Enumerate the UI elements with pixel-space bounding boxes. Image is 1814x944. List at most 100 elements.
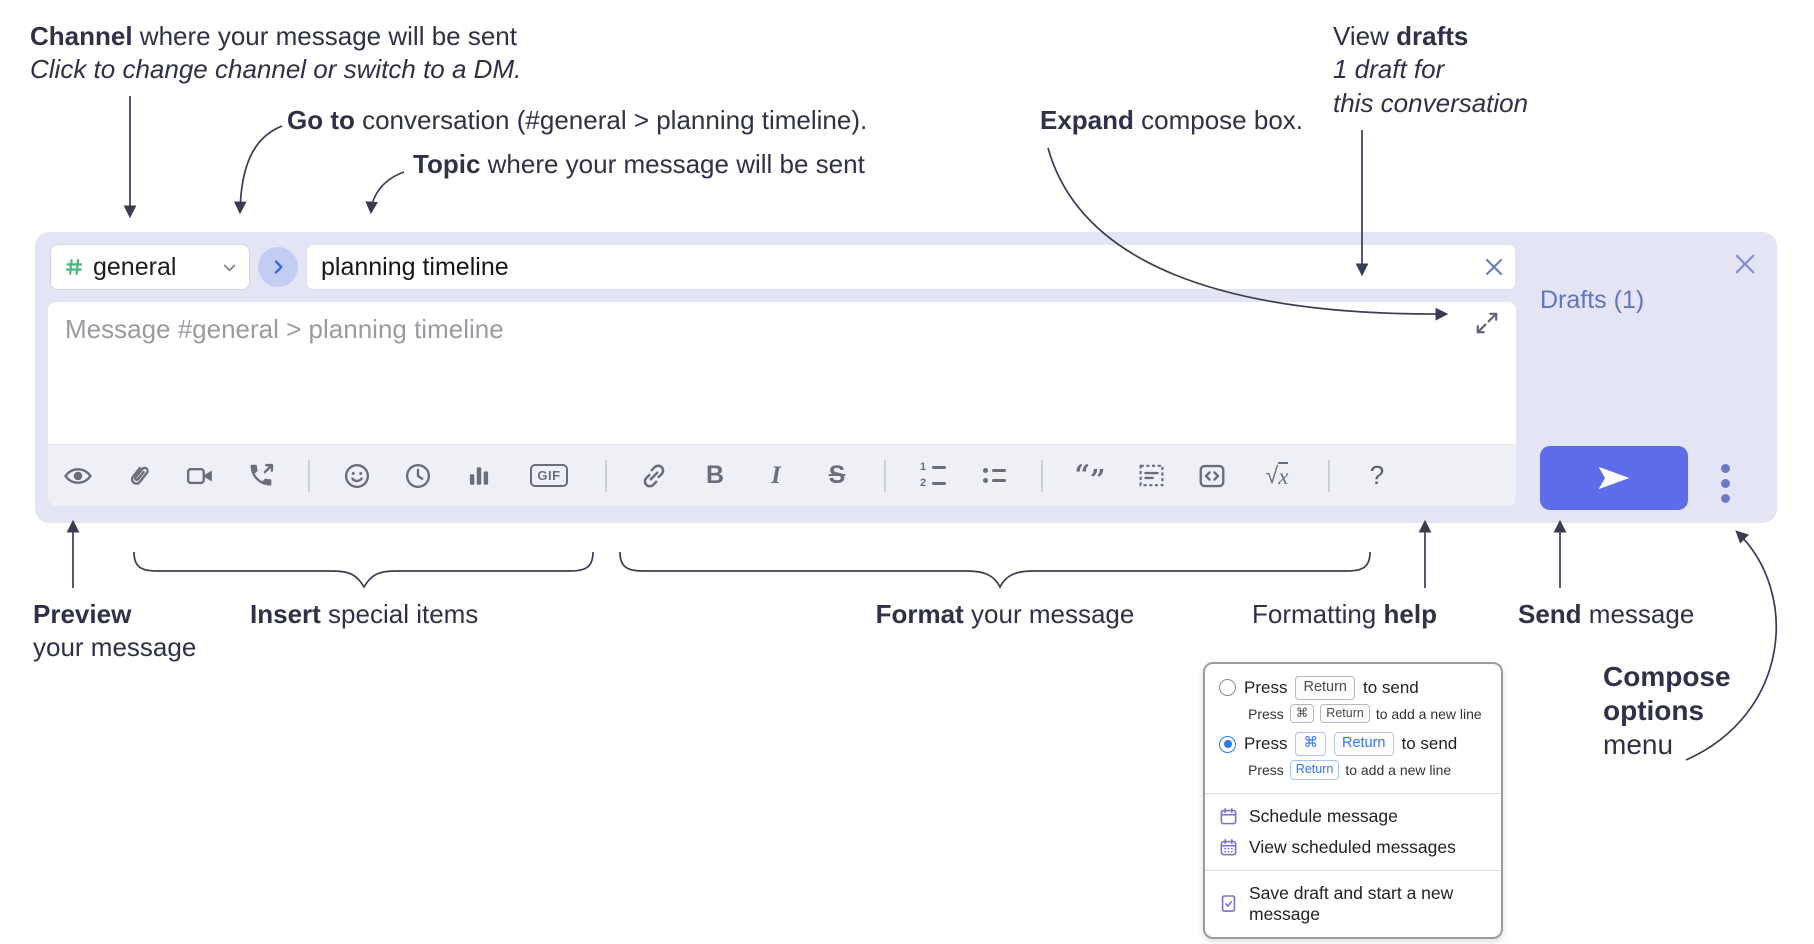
expand-compose-icon[interactable] (1474, 310, 1500, 336)
attach-paperclip-icon[interactable] (121, 454, 157, 498)
audio-call-icon[interactable] (243, 454, 279, 498)
spoiler-icon[interactable] (1133, 454, 1169, 498)
menu-item-label: View scheduled messages (1249, 836, 1456, 857)
option2-suffix: to send (1401, 734, 1458, 754)
option1-sub-suffix: to add a new line (1375, 705, 1482, 722)
hash-icon (63, 256, 85, 278)
menu-option-cmd-return-to-send[interactable]: Press ⌘ Return to send (1205, 729, 1501, 759)
ol-num-2: 2 (920, 477, 927, 489)
annotation-send-rest: message (1581, 599, 1695, 629)
annotation-insert-bold: Insert (250, 599, 321, 629)
clear-topic-icon[interactable] (1482, 255, 1506, 279)
message-area: GIF B I S 1 2 (48, 302, 1516, 506)
toolbar-divider (605, 459, 607, 492)
send-button[interactable] (1540, 446, 1688, 510)
gif-icon[interactable]: GIF (522, 454, 576, 498)
code-icon[interactable] (1194, 454, 1230, 498)
numbered-list-glyph: 1 2 (920, 462, 946, 489)
radio-unselected-icon[interactable] (1219, 679, 1236, 697)
compose-options-dots-icon[interactable] (1717, 460, 1734, 507)
chevron-right-icon (268, 257, 288, 277)
annotation-expand: Expand compose box. (1040, 104, 1303, 137)
arrow-topic (365, 171, 405, 215)
annotation-help-pre: Formatting (1252, 599, 1384, 629)
close-compose-icon[interactable] (1732, 251, 1758, 277)
menu-item-view-scheduled[interactable]: View scheduled messages (1205, 832, 1501, 863)
math-icon[interactable]: √x (1255, 454, 1299, 498)
annotation-send: Send message (1518, 598, 1694, 631)
annotation-goto: Go to conversation (#general > planning … (287, 104, 867, 137)
return-key: Return (1295, 676, 1355, 700)
poll-chart-icon[interactable] (461, 454, 497, 498)
topic-input[interactable] (306, 244, 1516, 290)
strikethrough-icon[interactable]: S (819, 454, 855, 498)
annotation-preview: Preview your message (33, 598, 196, 665)
option1-press: Press (1244, 677, 1288, 697)
quote-close: ” (1090, 465, 1106, 496)
menu-item-schedule-message[interactable]: Schedule message (1205, 801, 1501, 832)
paper-plane-icon (1596, 465, 1632, 491)
channel-name: general (93, 252, 177, 281)
toolbar-divider (1041, 459, 1043, 492)
goto-conversation-button[interactable] (258, 247, 298, 287)
time-clock-icon[interactable] (400, 454, 436, 498)
annotation-channel-bold: Channel (30, 21, 133, 51)
menu-option1-subtext: Press ⌘ Return to add a new line (1205, 703, 1501, 730)
save-draft-icon (1219, 894, 1238, 913)
math-root: √ (1265, 462, 1279, 488)
annotation-help-bold: help (1383, 599, 1437, 629)
schedule-calendar-icon (1219, 807, 1238, 826)
annotation-goto-rest: conversation (#general > planning timeli… (354, 105, 868, 135)
view-scheduled-calendar-icon (1219, 838, 1238, 857)
menu-option2-subtext: Press Return to add a new line (1205, 759, 1501, 786)
math-x: x (1278, 461, 1289, 489)
italic-label: I (771, 461, 781, 489)
annotation-options-line1: Compose (1603, 661, 1731, 692)
annotation-channel: Channel where your message will be sent … (30, 20, 521, 87)
channel-selector[interactable]: general (50, 244, 250, 290)
bold-label: B (705, 461, 725, 489)
annotation-preview-bold: Preview (33, 599, 132, 629)
quote-open: “ (1074, 460, 1090, 491)
menu-item-label: Schedule message (1249, 805, 1398, 826)
preview-eye-icon[interactable] (60, 454, 96, 498)
message-input[interactable] (48, 302, 1516, 443)
annotation-expand-rest: compose box. (1133, 105, 1304, 135)
link-icon[interactable] (636, 454, 672, 498)
video-call-icon[interactable] (182, 454, 218, 498)
annotation-options-line2: options (1603, 695, 1705, 727)
annotation-drafts-pre: View (1333, 21, 1397, 51)
cmd-key: ⌘ (1289, 703, 1315, 724)
annotation-channel-rest: where your message will be sent (132, 21, 517, 51)
quote-icon[interactable]: “” (1072, 454, 1108, 498)
annotation-goto-bold: Go to (287, 105, 355, 135)
menu-option-return-to-send[interactable]: Press Return to send (1205, 673, 1501, 703)
radio-selected-icon[interactable] (1219, 735, 1236, 753)
option2-press: Press (1244, 734, 1288, 754)
annotation-send-bold: Send (1518, 599, 1582, 629)
topic-field-wrap (306, 244, 1516, 290)
arrow-goto (233, 125, 283, 215)
annotation-compose-options: Compose options menu (1603, 660, 1731, 762)
compose-options-menu: Press Return to send Press ⌘ Return to a… (1203, 662, 1503, 939)
drafts-link[interactable]: Drafts (1) (1540, 286, 1645, 314)
annotation-preview-sub: your message (33, 632, 197, 663)
bold-icon[interactable]: B (697, 454, 733, 498)
annotation-insert: Insert special items (250, 598, 478, 631)
annotation-topic: Topic where your message will be sent (413, 148, 865, 181)
annotation-drafts-sub1: 1 draft for (1333, 54, 1445, 85)
bulleted-list-icon[interactable] (976, 454, 1012, 498)
menu-item-save-draft[interactable]: Save draft and start a new message (1205, 878, 1501, 930)
cmd-key: ⌘ (1295, 732, 1326, 756)
brace-format-message (619, 551, 1371, 589)
annotation-formatting-help: Formatting help (1252, 598, 1437, 631)
emoji-smiley-icon[interactable] (339, 454, 375, 498)
annotation-format: Format your message (845, 598, 1165, 631)
option1-sub-press: Press (1248, 705, 1284, 722)
strike-label: S (828, 461, 846, 489)
formatting-help-icon[interactable]: ? (1359, 454, 1395, 498)
return-key: Return (1320, 703, 1370, 724)
compose-toolbar: GIF B I S 1 2 (48, 444, 1516, 506)
italic-icon[interactable]: I (758, 454, 794, 498)
numbered-list-icon[interactable]: 1 2 (915, 454, 951, 498)
